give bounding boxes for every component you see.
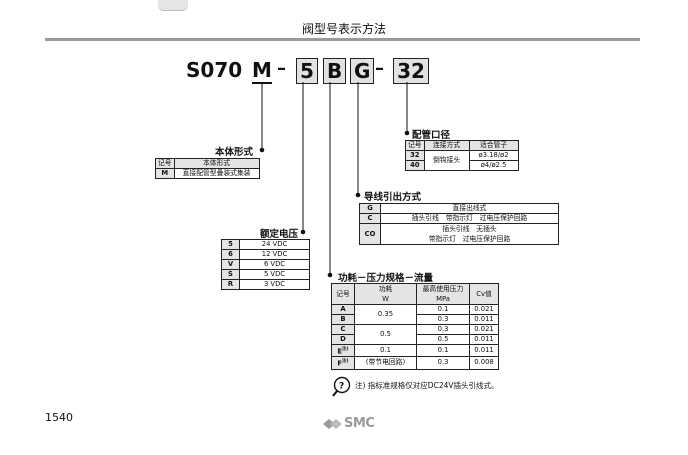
table-header: Cv值 [469, 283, 499, 305]
model-dash-2: – [375, 58, 384, 79]
magnifier-icon: ? [332, 376, 351, 397]
table-header: 记号 [405, 140, 425, 151]
power-title: 功耗－压力规格－流量 [338, 273, 434, 284]
smc-logo-mark-icon [323, 419, 342, 429]
table-header: 连接方式 [423, 140, 470, 151]
model-prefix: S070 [186, 58, 243, 82]
model-dash-1: – [277, 58, 286, 79]
lead-title: 导线引出方式 [364, 192, 422, 203]
model-port-code: 32 [393, 58, 429, 84]
page-title: 阀型号表示方法 [301, 22, 386, 36]
page-number: 1540 [45, 411, 73, 424]
port-title: 配管口径 [412, 130, 451, 141]
body-type-title: 本体形式 [215, 147, 254, 158]
table-header: 适合管子 [468, 140, 519, 151]
model-power-code: B [323, 58, 346, 84]
model-lead-code: G [350, 58, 374, 84]
model-voltage-code: 5 [296, 58, 318, 84]
table-row: CO 插头引线 无插头带指示灯 过电压保护回路 [359, 223, 559, 245]
power-note: 注) 指标准规格仅对应DC24V插头引线式。 [355, 381, 499, 390]
svg-text:?: ? [339, 382, 344, 392]
table-header: 记号 [155, 158, 175, 169]
header-decoration [158, 0, 188, 11]
table-header: 本体形式 [173, 158, 260, 169]
table-header: 记号 [331, 283, 355, 305]
title-rule [45, 38, 640, 41]
brand-logo: SMC [344, 416, 375, 431]
voltage-title: 额定电压 [260, 229, 299, 240]
